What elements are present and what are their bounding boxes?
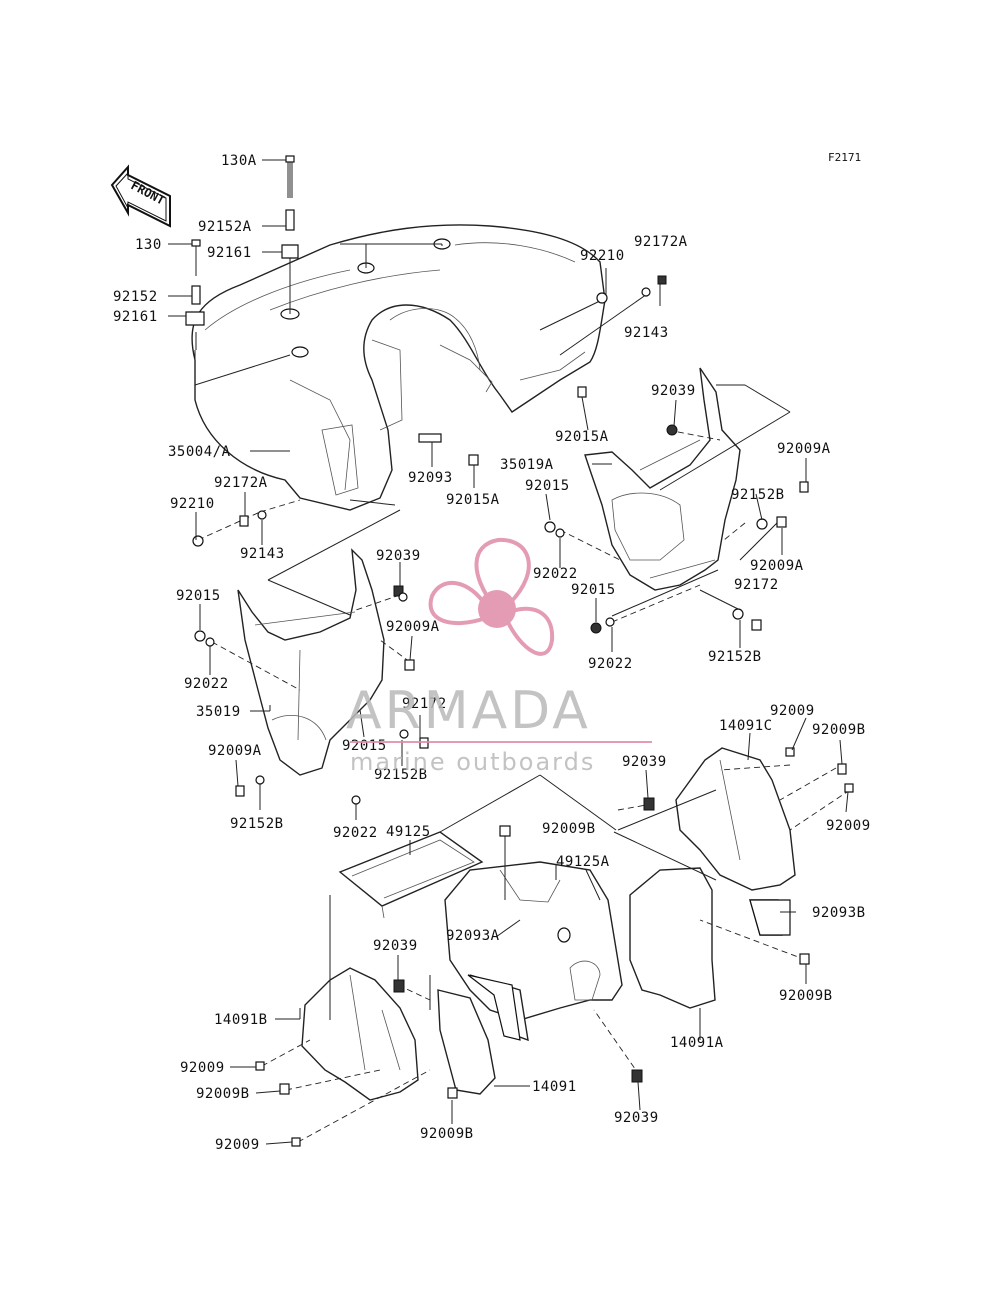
part-label: 92161 — [207, 245, 252, 261]
part-label: 92009B — [420, 1126, 474, 1142]
part-label: 92022 — [588, 656, 633, 672]
part-label: 92172 — [734, 577, 779, 593]
part-label: 14091B — [214, 1012, 268, 1028]
part-label: 92093 — [408, 470, 453, 486]
watermark-tagline: marine outboards — [350, 748, 595, 776]
part-label: 14091 — [532, 1079, 577, 1095]
watermark-brand: ARMADA — [346, 681, 591, 741]
part-label: 92152A — [198, 219, 252, 235]
part-label: 92152B — [731, 487, 785, 503]
part-label: 92172A — [214, 475, 268, 491]
part-label: 14091C — [719, 718, 773, 734]
part-label: 92009 — [180, 1060, 225, 1076]
part-label: 92152B — [708, 649, 762, 665]
hardware — [185, 155, 854, 1147]
part-label: 49125 — [386, 824, 431, 840]
part-label: 92009 — [770, 703, 815, 719]
part-label: 92009A — [750, 558, 804, 574]
part-label: 92172A — [634, 234, 688, 250]
part-label: 92152B — [230, 816, 284, 832]
part-label: 92143 — [624, 325, 669, 341]
inner-panel-35019 — [237, 548, 385, 776]
part-label: 92093A — [446, 928, 500, 944]
part-label: 92015 — [176, 588, 221, 604]
part-label: 14091A — [670, 1035, 724, 1051]
front-arrow-icon: FRONT — [110, 164, 171, 228]
part-label: 92022 — [533, 566, 578, 582]
guard-14091c — [675, 747, 796, 891]
part-label: 92143 — [240, 546, 285, 562]
part-label: 92039 — [622, 754, 667, 770]
part-label: 92152 — [113, 289, 158, 305]
part-label: 49125A — [556, 854, 610, 870]
part-label: 92009B — [779, 988, 833, 1004]
part-label: 35019 — [196, 704, 241, 720]
part-label: 92015 — [525, 478, 570, 494]
part-label: 92009B — [542, 821, 596, 837]
guard-14091b — [301, 967, 419, 1101]
inner-panel-35019a — [584, 367, 741, 591]
part-label: 92009 — [215, 1137, 260, 1153]
part-label: 130 — [135, 237, 162, 253]
part-label: 92161 — [113, 309, 158, 325]
part-label: 92039 — [651, 383, 696, 399]
part-label: 92172 — [402, 696, 447, 712]
part-label: 92009A — [208, 743, 262, 759]
part-label: 92210 — [580, 248, 625, 264]
part-label: 35004/A — [168, 444, 231, 460]
part-label: 92015A — [446, 492, 500, 508]
front-fender-35004 — [191, 224, 606, 511]
tray-49125 — [338, 831, 484, 919]
part-label: 92009 — [826, 818, 871, 834]
figure-code: F2171 — [828, 151, 861, 164]
part-label: 92022 — [184, 676, 229, 692]
part-label: 92093B — [812, 905, 866, 921]
part-label: 92009A — [777, 441, 831, 457]
label-leaders — [168, 159, 849, 1145]
part-label: 92009A — [386, 619, 440, 635]
part-label: 92039 — [614, 1110, 659, 1126]
part-label: 92015 — [571, 582, 616, 598]
assembly-lines — [194, 243, 851, 1143]
part-label: 92022 — [333, 825, 378, 841]
part-label: 92210 — [170, 496, 215, 512]
watermark: ARMADA marine outboards — [346, 537, 652, 776]
part-label: 92039 — [373, 938, 418, 954]
part-label: 92152B — [374, 767, 428, 783]
part-label: 92015A — [555, 429, 609, 445]
part-labels: 130A 92152A 130 92161 92152 92161 92210 … — [113, 153, 871, 1153]
part-label: 130A — [221, 153, 257, 169]
part-label: 92009B — [812, 722, 866, 738]
part-label: 35019A — [500, 457, 554, 473]
part-label: 92009B — [196, 1086, 250, 1102]
part-label: 92039 — [376, 548, 421, 564]
propeller-logo-icon — [428, 537, 555, 656]
